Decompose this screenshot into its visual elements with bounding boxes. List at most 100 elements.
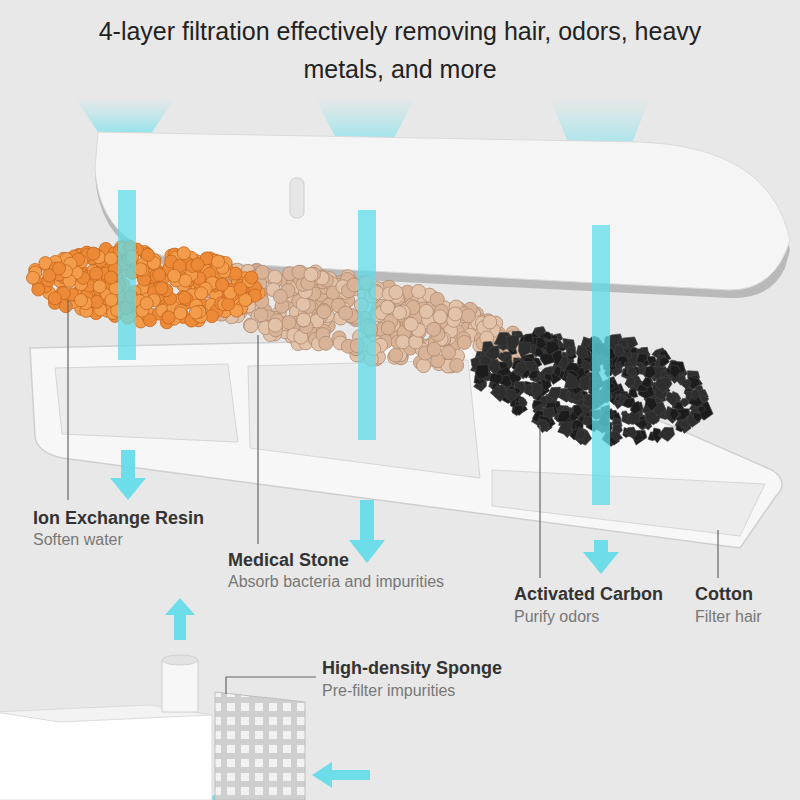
carbon-granule <box>535 347 544 356</box>
carbon-granule <box>490 385 507 402</box>
medical-stone <box>457 335 471 349</box>
medical-stone <box>292 265 306 279</box>
part-name: Ion Exchange Resin <box>33 508 204 529</box>
carbon-granule <box>611 431 622 441</box>
resin-bead <box>168 269 181 282</box>
medical-stone <box>427 322 441 336</box>
part-note: Absorb bacteria and impurities <box>228 573 444 591</box>
resin-bead <box>155 282 168 295</box>
resin-bead <box>177 247 190 260</box>
medical-stone <box>427 342 441 356</box>
resin-bead <box>141 249 154 262</box>
medical-stone <box>417 359 431 373</box>
water-flow <box>358 210 376 440</box>
carbon-granule <box>616 361 623 370</box>
carbon-granule <box>518 342 530 357</box>
resin-bead <box>153 268 166 281</box>
leader-line <box>226 677 316 694</box>
resin-bead <box>59 300 72 313</box>
carbon-granule <box>484 345 499 360</box>
sponge-filter <box>215 692 305 800</box>
medical-stone <box>389 285 403 299</box>
resin-bead <box>87 247 100 260</box>
medical-stone <box>297 313 311 327</box>
medical-stone <box>433 310 447 324</box>
resin-bead <box>216 278 229 291</box>
medical-stone <box>461 309 475 323</box>
carbon-granule <box>506 335 519 353</box>
medical-stone <box>254 308 268 322</box>
water-flow <box>592 225 610 505</box>
tray-compartment <box>55 364 238 442</box>
part-note: Filter hair <box>695 608 762 626</box>
resin-bead <box>75 294 88 307</box>
carbon-granule <box>691 389 700 400</box>
leader-line <box>717 530 718 578</box>
carbon-granule <box>641 378 651 389</box>
carbon-granule <box>626 377 635 388</box>
carbon-granule <box>556 411 570 423</box>
resin-bead <box>90 267 103 280</box>
carbon-granule <box>560 421 572 437</box>
carbon-granule <box>680 380 691 390</box>
resin-bead <box>162 310 175 323</box>
carbon-granule <box>506 389 518 402</box>
tray-compartment <box>492 470 765 536</box>
resin-bead <box>189 306 202 319</box>
medical-stone <box>268 318 282 332</box>
pump-body <box>0 705 212 800</box>
carbon-granule <box>475 365 489 380</box>
carbon-granule <box>513 405 523 415</box>
resin-bead <box>191 258 204 271</box>
resin-bead <box>212 255 225 268</box>
resin-bead <box>162 311 175 324</box>
carbon-granule <box>693 413 701 423</box>
carbon-granule <box>629 388 638 398</box>
carbon-granule <box>627 412 640 425</box>
resin-bead <box>178 291 191 304</box>
resin-bead <box>104 271 117 284</box>
medical-stone <box>339 306 353 320</box>
pump-spout <box>162 655 198 665</box>
medical-stone <box>381 300 395 314</box>
part-note: Soften water <box>33 531 123 549</box>
carbon-granule <box>697 406 705 413</box>
carbon-granule <box>666 391 677 407</box>
carbon-granule <box>669 409 678 421</box>
resin-bead <box>53 262 66 275</box>
carbon-granule <box>670 365 681 379</box>
resin-bead <box>27 271 40 284</box>
flow-arrow <box>583 552 619 574</box>
resin-bead <box>32 283 45 296</box>
flow-arrow <box>360 500 374 542</box>
resin-bead <box>105 252 118 265</box>
cotton-pad <box>95 132 790 290</box>
medical-stone <box>419 305 433 319</box>
part-name: Medical Stone <box>228 550 349 571</box>
medical-stone <box>282 316 296 330</box>
carbon-granule <box>546 341 560 355</box>
carbon-granule <box>655 377 672 393</box>
medical-stone <box>404 317 418 331</box>
medical-stone <box>396 335 410 349</box>
carbon-granule <box>627 366 637 376</box>
carbon-granule <box>548 387 561 401</box>
medical-stone <box>297 313 311 327</box>
resin-bead <box>93 280 106 293</box>
carbon-granule <box>564 373 580 389</box>
resin-bead <box>245 271 258 284</box>
part-name: High-density Sponge <box>322 658 502 679</box>
flow-arrow <box>110 478 146 500</box>
carbon-granule <box>538 366 552 381</box>
medical-stone <box>448 307 462 321</box>
part-name: Activated Carbon <box>514 584 663 605</box>
carbon-granule <box>543 332 553 340</box>
carbon-granule <box>576 429 586 440</box>
carbon-granule <box>567 347 576 356</box>
medical-stone <box>244 319 258 333</box>
flow-arrow <box>174 612 186 640</box>
medical-stone <box>389 348 403 362</box>
carbon-granule <box>514 361 527 375</box>
carbon-granule <box>636 354 647 364</box>
